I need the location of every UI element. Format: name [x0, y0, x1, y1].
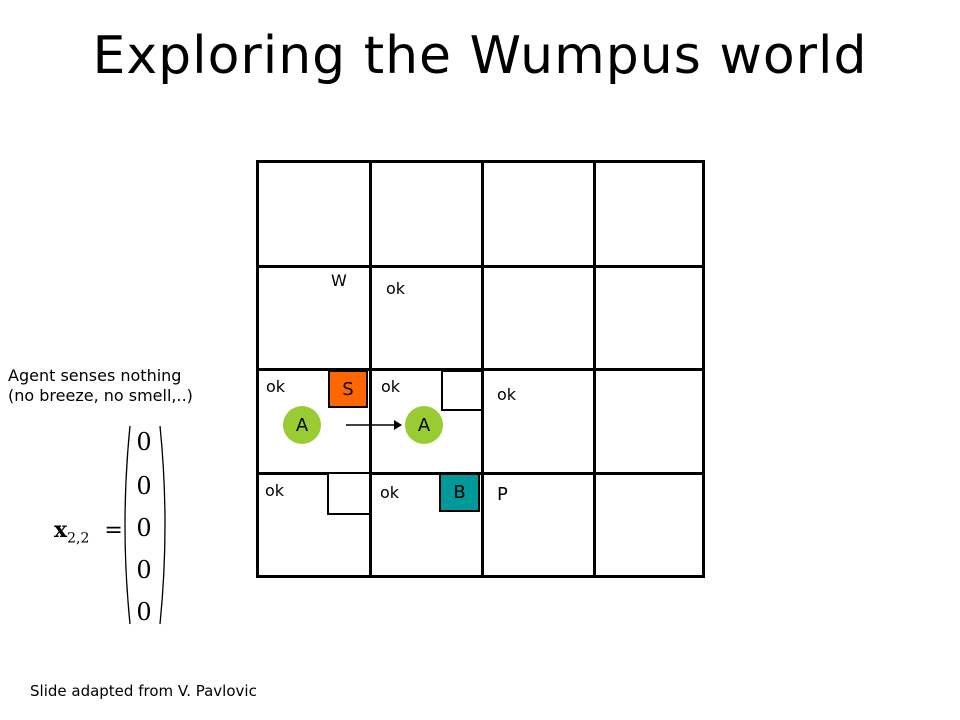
- state-vector-equation: x2,2 = 0 0 0 0 0: [54, 422, 214, 632]
- vector-symbol: x2,2 =: [54, 517, 123, 546]
- equals-sign: =: [104, 518, 123, 543]
- ok-label: ok: [265, 481, 285, 500]
- vector-subscript: 2,2: [67, 530, 90, 547]
- cell-marker-box: [441, 370, 483, 411]
- stench-label: S: [342, 378, 354, 400]
- ok-label: ok: [386, 279, 406, 298]
- vector-name: x: [54, 517, 68, 543]
- ok-label: ok: [380, 483, 400, 502]
- slide-title: Exploring the Wumpus world: [92, 26, 868, 86]
- stench-box: S: [328, 370, 368, 408]
- agent-label: A: [417, 414, 431, 436]
- agent-marker: A: [283, 406, 321, 444]
- ok-label: ok: [497, 385, 517, 404]
- breeze-label: B: [453, 482, 466, 503]
- vector-entry: 0: [136, 556, 152, 584]
- vector-entry: 0: [136, 514, 152, 542]
- agent-senses-note: Agent senses nothing (no breeze, no smel…: [8, 366, 193, 405]
- agent-marker: A: [405, 406, 443, 444]
- breeze-box: B: [439, 473, 480, 512]
- ok-label: ok: [266, 377, 286, 396]
- grid-line: [259, 368, 702, 371]
- grid-line: [259, 472, 702, 475]
- move-arrow-icon: [346, 420, 402, 430]
- slide-credit: Slide adapted from V. Pavlovic: [30, 682, 257, 700]
- wumpus-grid: [256, 160, 705, 578]
- grid-line: [259, 265, 702, 268]
- cell-marker-box: [327, 472, 371, 515]
- ok-label: ok: [381, 377, 401, 396]
- vector-entry: 0: [136, 428, 152, 456]
- vector-entry: 0: [136, 598, 152, 626]
- vector-brackets: [124, 425, 166, 625]
- wumpus-label: W: [331, 271, 347, 290]
- agent-label: A: [295, 414, 309, 436]
- pit-label: P: [497, 484, 508, 505]
- vector-entry: 0: [136, 472, 152, 500]
